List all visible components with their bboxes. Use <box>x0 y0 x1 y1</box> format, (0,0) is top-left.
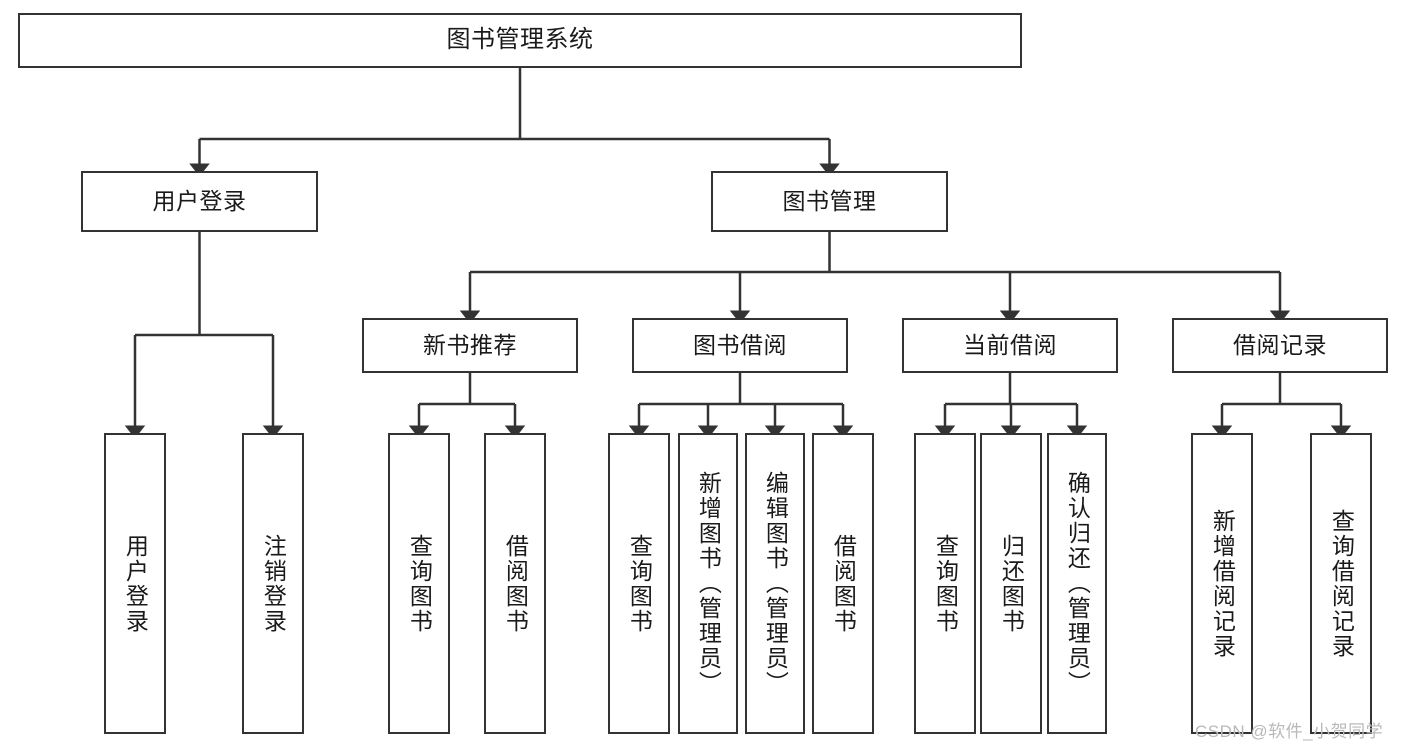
node-leaf-query-book-borrow[interactable]: 查询图书 <box>608 433 670 734</box>
node-label-leaf-query-book-borrow: 查询图书 <box>626 533 653 634</box>
node-label-current-borrow: 当前借阅 <box>963 331 1057 358</box>
node-label-leaf-query-book-recommend: 查询图书 <box>406 533 433 634</box>
node-leaf-add-book[interactable]: 新增图书（管理员） <box>678 433 738 734</box>
node-user-login[interactable]: 用户登录 <box>81 171 318 232</box>
node-leaf-query-book-current[interactable]: 查询图书 <box>914 433 976 734</box>
node-leaf-user-login[interactable]: 用户登录 <box>104 433 166 734</box>
node-label-root: 图书管理系统 <box>446 26 594 54</box>
node-label-leaf-user-login: 用户登录 <box>122 533 149 634</box>
node-book-manage[interactable]: 图书管理 <box>711 171 948 232</box>
node-label-leaf-edit-book: 编辑图书（管理员） <box>762 471 789 696</box>
node-new-book-recommend[interactable]: 新书推荐 <box>362 318 578 373</box>
node-label-leaf-logout: 注销登录 <box>260 533 287 634</box>
node-label-leaf-query-record: 查询借阅记录 <box>1328 508 1355 659</box>
node-label-leaf-return-book: 归还图书 <box>998 533 1025 634</box>
node-label-user-login: 用户登录 <box>152 187 247 214</box>
node-label-leaf-add-record: 新增借阅记录 <box>1209 508 1236 659</box>
node-label-leaf-query-book-current: 查询图书 <box>932 533 959 634</box>
node-leaf-logout[interactable]: 注销登录 <box>242 433 304 734</box>
node-leaf-borrow-book[interactable]: 借阅图书 <box>812 433 874 734</box>
node-label-leaf-add-book: 新增图书（管理员） <box>695 471 722 696</box>
node-leaf-query-record[interactable]: 查询借阅记录 <box>1310 433 1372 734</box>
node-label-leaf-borrow-book: 借阅图书 <box>830 533 857 634</box>
connector-group <box>124 68 1352 439</box>
node-label-book-borrow: 图书借阅 <box>693 331 787 358</box>
node-borrow-record[interactable]: 借阅记录 <box>1172 318 1388 373</box>
node-label-book-manage: 图书管理 <box>782 187 877 214</box>
node-leaf-query-book-recommend[interactable]: 查询图书 <box>388 433 450 734</box>
node-leaf-edit-book[interactable]: 编辑图书（管理员） <box>745 433 805 734</box>
node-label-leaf-borrow-book-recommend: 借阅图书 <box>502 533 529 634</box>
node-label-leaf-confirm-return: 确认归还（管理员） <box>1064 471 1091 696</box>
node-root[interactable]: 图书管理系统 <box>18 13 1022 68</box>
node-leaf-add-record[interactable]: 新增借阅记录 <box>1191 433 1253 734</box>
node-leaf-borrow-book-recommend[interactable]: 借阅图书 <box>484 433 546 734</box>
node-label-borrow-record: 借阅记录 <box>1233 331 1327 358</box>
node-current-borrow[interactable]: 当前借阅 <box>902 318 1118 373</box>
node-leaf-return-book[interactable]: 归还图书 <box>980 433 1042 734</box>
node-book-borrow[interactable]: 图书借阅 <box>632 318 848 373</box>
node-label-new-book-recommend: 新书推荐 <box>423 331 517 358</box>
csdn-watermark: CSDN @软件_小贺同学 <box>1195 722 1384 741</box>
node-leaf-confirm-return[interactable]: 确认归还（管理员） <box>1047 433 1107 734</box>
